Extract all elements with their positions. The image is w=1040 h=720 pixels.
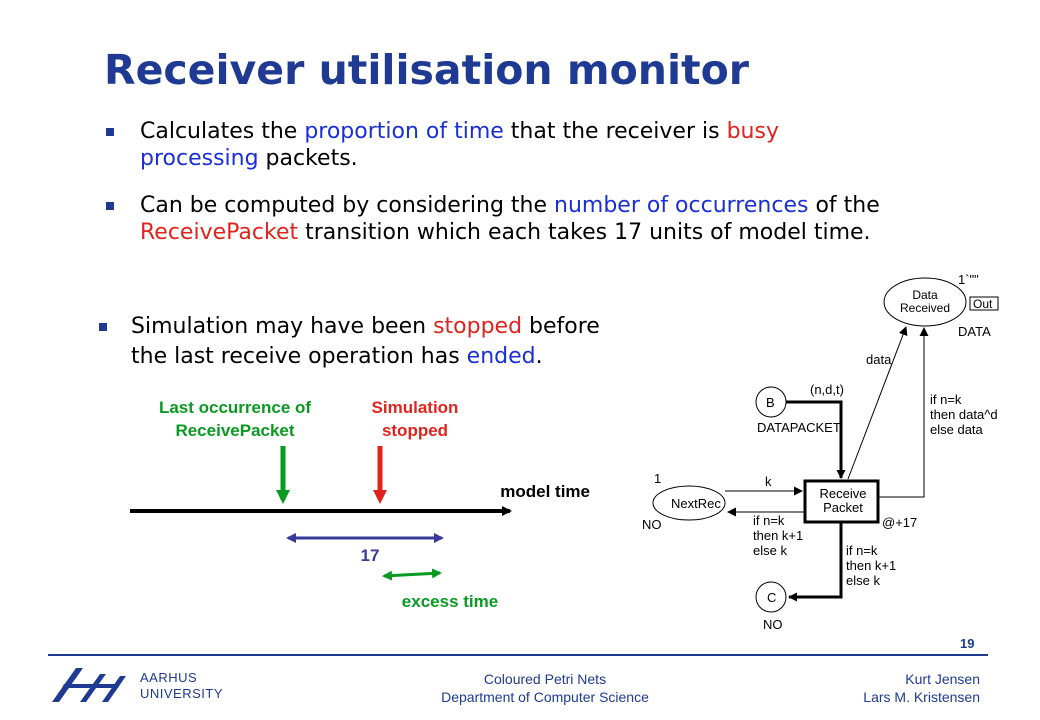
place-c [755, 581, 787, 613]
delay-label: @+17 [882, 515, 918, 530]
page-title: Receiver utilisation monitor [104, 46, 749, 94]
bullet-occurrences: Can be computed by considering the numbe… [106, 192, 955, 246]
data-received-place [883, 277, 967, 327]
arc-if-k-right-label: if n=k then k+1 else k [846, 543, 897, 588]
nextrec-place [652, 485, 726, 521]
course-info: Coloured Petri Nets Department of Comput… [441, 671, 649, 705]
data-type-label: DATA [958, 324, 991, 339]
place-b-label: B [766, 395, 775, 410]
datapacket-type-label: DATAPACKET [757, 420, 841, 435]
data-received-marking: 1`"" [958, 272, 979, 287]
footer-divider [48, 654, 988, 656]
university-name: AARHUS UNIVERSITY [140, 670, 224, 701]
nextrec-type-label: NO [642, 517, 662, 532]
excess-time-label: excess time [401, 592, 499, 611]
model-time-label: model time [500, 482, 590, 501]
bullet-marker [106, 202, 114, 210]
duration-label: 17 [360, 546, 380, 565]
bullet-marker [99, 323, 107, 331]
aarhus-logo-icon [52, 668, 126, 702]
arc-if-data-label: if n=k then data^d else data [930, 392, 998, 437]
nextrec-label: NextRec [671, 496, 721, 511]
c-type-label: NO [763, 617, 783, 632]
arc-b-to-receive [786, 400, 846, 479]
arc-ndt-label: (n,d,t) [810, 382, 844, 397]
bullet-simulation-stopped: Simulation may have been stopped before … [99, 312, 731, 372]
place-c-label: C [767, 590, 777, 605]
bullet-proportion: Calculates the proportion of time that t… [106, 118, 980, 172]
arc-k-label: k [765, 474, 772, 489]
simulation-stopped-label: Simulation stopped [371, 398, 459, 440]
arc-receive-to-c [788, 522, 843, 602]
author-info: Kurt Jensen Lars M. Kristensen [863, 671, 980, 705]
bullet-marker [106, 128, 114, 136]
nextrec-marking: 1 [654, 471, 662, 486]
arc-data-read [847, 326, 908, 480]
arc-data-write [878, 327, 929, 498]
receive-packet-label: Receive Packet [819, 486, 867, 515]
out-port-tag [969, 296, 999, 311]
page-number: 19 [960, 636, 975, 651]
out-tag-label: Out [973, 297, 993, 311]
arc-if-k-left-label: if n=k then k+1 else k [753, 513, 804, 558]
arc-data-label: data [866, 352, 892, 367]
last-occurrence-label: Last occurrence of ReceivePacket [158, 398, 312, 440]
data-received-label: Data Received [899, 288, 951, 315]
excess-time-bracket [382, 568, 442, 581]
